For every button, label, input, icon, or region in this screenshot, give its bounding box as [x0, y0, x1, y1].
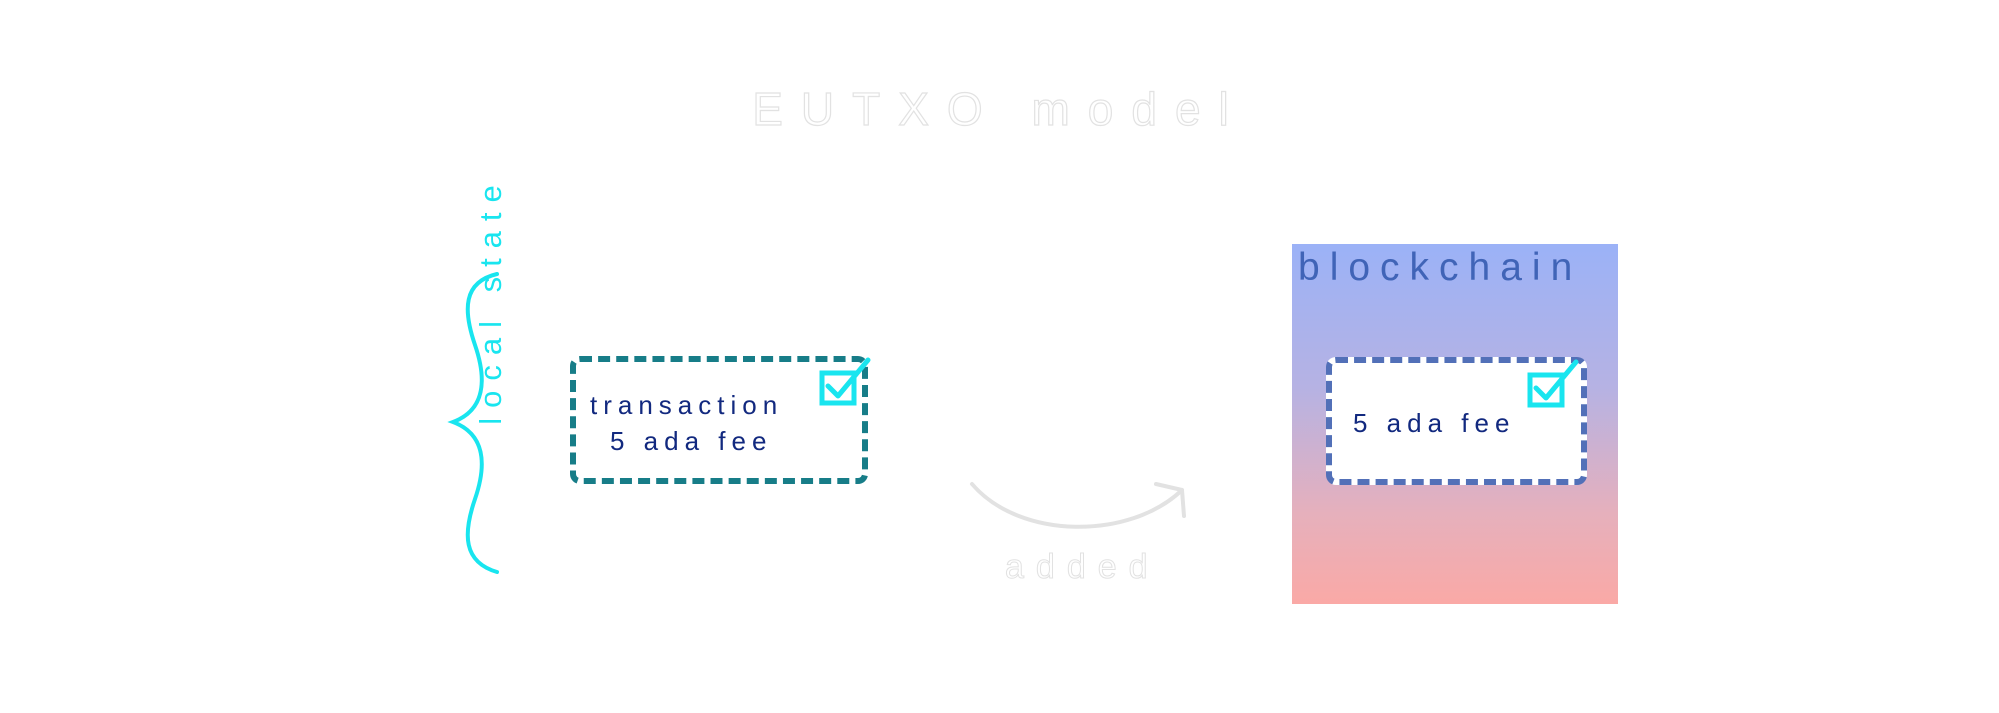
- checkbox-checked-icon: [819, 357, 871, 406]
- transaction-label: transaction: [590, 390, 784, 420]
- curly-brace-icon: [447, 272, 499, 574]
- blockchain-transaction-fee: 5 ada fee: [1353, 408, 1516, 438]
- transaction-box: [570, 356, 868, 484]
- curved-arrow-icon: [970, 482, 1186, 529]
- diagram-title: EUTXO model: [752, 82, 1247, 135]
- blockchain-title: blockchain: [1298, 246, 1583, 289]
- blockchain-transaction-box: [1326, 357, 1587, 485]
- transaction-fee: 5 ada fee: [610, 426, 773, 456]
- checkbox-checked-icon: [1527, 359, 1579, 408]
- added-label: added: [1005, 548, 1160, 587]
